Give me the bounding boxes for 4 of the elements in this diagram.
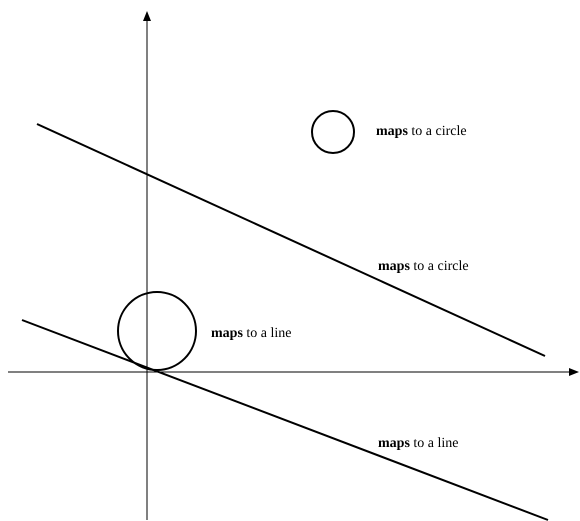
- annotation: maps to a circle: [376, 124, 467, 140]
- annotation: maps to a line: [378, 436, 459, 452]
- annotation: maps to a circle: [378, 259, 469, 275]
- annotation: maps to a line: [211, 326, 292, 342]
